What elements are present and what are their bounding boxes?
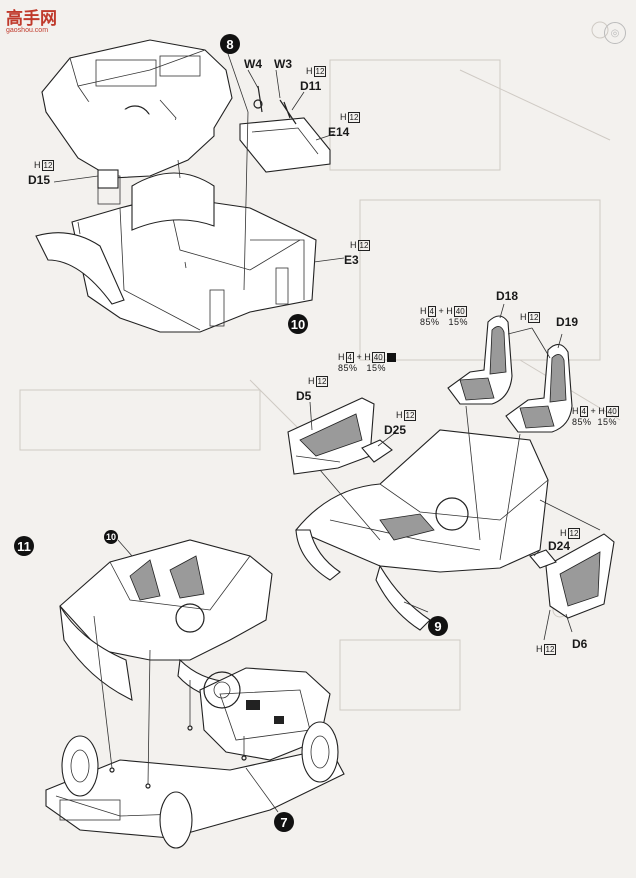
part-label-w4: W4 xyxy=(244,57,262,71)
part-label-d24: D24 xyxy=(548,539,571,553)
step8-dashboard-assembly xyxy=(35,39,345,333)
part-label-d5: D5 xyxy=(296,389,312,403)
part-label-w3: W3 xyxy=(274,57,292,71)
ghost-page-marker-icon: ◎ xyxy=(604,22,626,44)
part-label-e14: E14 xyxy=(328,125,350,139)
step-8-badge: 8 xyxy=(220,34,240,54)
step10-seats-assembly xyxy=(287,303,615,641)
part-label-d18: D18 xyxy=(496,289,519,303)
step-11-badge: 11 xyxy=(14,536,34,556)
part-label-d6: D6 xyxy=(572,637,588,651)
step-10-small-badge: 10 xyxy=(104,530,118,544)
watermark-text: 高手网 xyxy=(6,9,57,29)
part-label-d25: D25 xyxy=(384,423,407,437)
watermark-logo: 高手网 gaoshou.com xyxy=(6,4,57,34)
step-9-badge: 9 xyxy=(428,616,448,636)
part-label-d15: D15 xyxy=(28,173,51,187)
step11-final-assembly xyxy=(45,539,345,849)
contrast-square-icon xyxy=(387,353,397,363)
part-label-e3: E3 xyxy=(344,253,359,267)
part-label-d11: D11 xyxy=(300,79,322,93)
part-label-d19: D19 xyxy=(556,315,579,329)
watermark-url: gaoshou.com xyxy=(6,27,49,34)
step-7-badge: 7 xyxy=(274,812,294,832)
step-10-badge: 10 xyxy=(288,314,308,334)
